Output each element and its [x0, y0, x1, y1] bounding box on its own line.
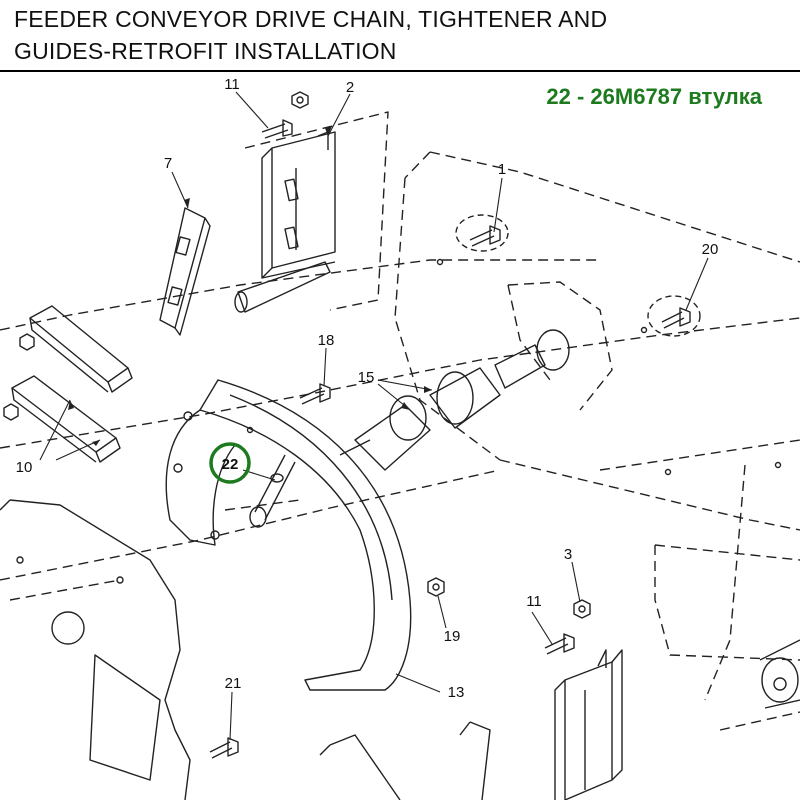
callout-labels: 11 2 7 1 20 18 15 10 22 3 11 19 13 21 — [16, 76, 719, 701]
bolt-21 — [209, 737, 239, 759]
frame-holes — [246, 258, 782, 476]
guide-bracket-lower — [554, 649, 623, 800]
wear-strip-10-lower — [11, 375, 121, 463]
bolt-1 — [469, 225, 501, 247]
callout-3: 3 — [564, 546, 572, 563]
page-title-line-1: FEEDER CONVEYOR DRIVE CHAIN, TIGHTENER A… — [14, 6, 608, 32]
highlight-ring-22 — [209, 442, 251, 484]
wear-strip-10-upper — [29, 305, 133, 393]
callout-13: 13 — [448, 684, 465, 701]
drive-cover-plate — [0, 499, 191, 800]
nut-19 — [427, 577, 445, 597]
header-divider — [0, 70, 800, 72]
leader-arrowheads — [68, 126, 432, 446]
callout-21: 21 — [225, 675, 242, 692]
callout-11-bottom: 11 — [526, 593, 542, 610]
nut-2 — [291, 91, 309, 109]
callout-2: 2 — [346, 79, 354, 96]
assembly-dashed-lines — [0, 111, 800, 731]
callout-18: 18 — [318, 332, 335, 349]
page-title-line-2: GUIDES-RETROFIT INSTALLATION — [14, 38, 397, 64]
shaft-components-15 — [339, 329, 570, 471]
curved-guide-13 — [165, 379, 412, 691]
bottom-strips — [319, 721, 491, 800]
callout-19: 19 — [444, 628, 461, 645]
bolt-group-circles — [455, 214, 701, 337]
callout-7: 7 — [164, 155, 172, 172]
callout-10: 10 — [16, 459, 33, 476]
bolt-11-top — [261, 119, 293, 139]
callout-1: 1 — [498, 161, 506, 178]
hub-right — [759, 639, 800, 709]
bolt-18 — [299, 383, 331, 405]
sleeve-22 — [249, 454, 296, 528]
callout-11-top: 11 — [224, 76, 240, 93]
bolt-11-bottom — [544, 633, 575, 655]
nut-3 — [573, 599, 591, 619]
leader-lines — [39, 91, 709, 741]
callout-20: 20 — [702, 241, 719, 258]
guide-bracket-2 — [234, 131, 336, 313]
nut-10-upper — [19, 333, 35, 351]
header: FEEDER CONVEYOR DRIVE CHAIN, TIGHTENER A… — [0, 0, 800, 72]
callout-15: 15 — [358, 369, 375, 386]
guide-plate-7 — [159, 207, 211, 336]
callout-22: 22 — [222, 456, 239, 473]
bolt-20 — [661, 307, 691, 329]
nut-10-lower — [3, 403, 19, 421]
part-number-note: 22 - 26M6787 втулка — [546, 84, 762, 109]
